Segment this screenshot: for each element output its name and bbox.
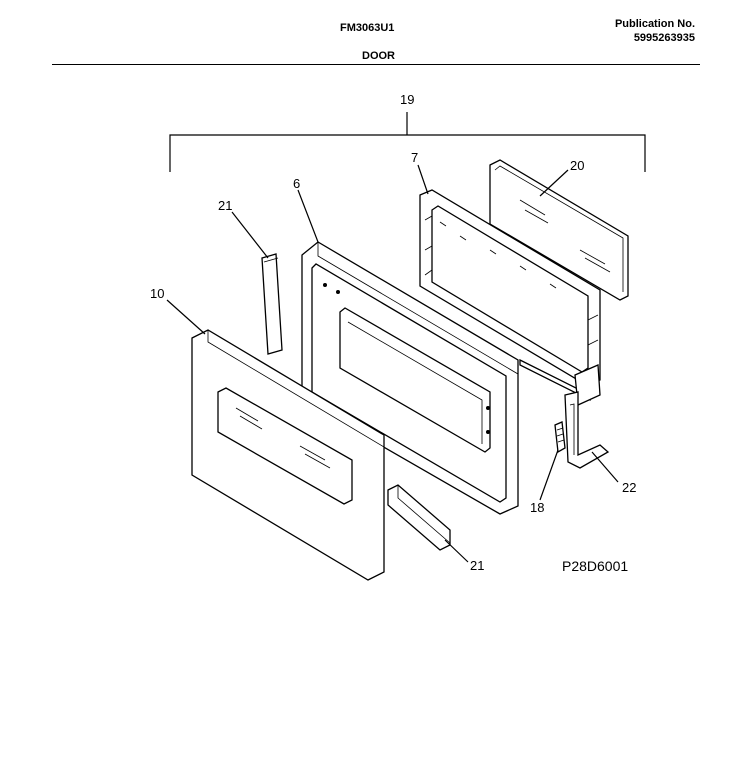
part-7-inner-frame xyxy=(419,189,601,406)
part-18-clip xyxy=(554,421,566,454)
part-21-lower-trim-strip xyxy=(387,484,451,551)
publication-label: Publication No. xyxy=(614,18,695,30)
callout-21-upper: 21 xyxy=(218,198,232,213)
figure-code: P28D6001 xyxy=(562,558,628,574)
callout-20: 20 xyxy=(570,158,584,173)
assembly-bracket xyxy=(169,112,646,172)
section-title: DOOR xyxy=(362,50,395,62)
publication-number: 5995263935 xyxy=(633,32,695,44)
callout-18: 18 xyxy=(530,500,544,515)
callout-7: 7 xyxy=(411,150,418,165)
part-22-latch xyxy=(564,391,610,469)
callout-19: 19 xyxy=(400,92,414,107)
part-6-door-frame xyxy=(301,241,519,515)
callout-10: 10 xyxy=(150,286,164,301)
callout-21-lower: 21 xyxy=(470,558,484,573)
leader-lines xyxy=(166,164,619,563)
header-rule xyxy=(52,64,700,65)
part-21-upper-trim-strip xyxy=(261,253,283,355)
callout-6: 6 xyxy=(293,176,300,191)
callout-22: 22 xyxy=(622,480,636,495)
part-20-glass-panel xyxy=(489,159,629,301)
part-10-front-door-panel xyxy=(191,329,385,581)
model-number: FM3063U1 xyxy=(340,22,395,34)
